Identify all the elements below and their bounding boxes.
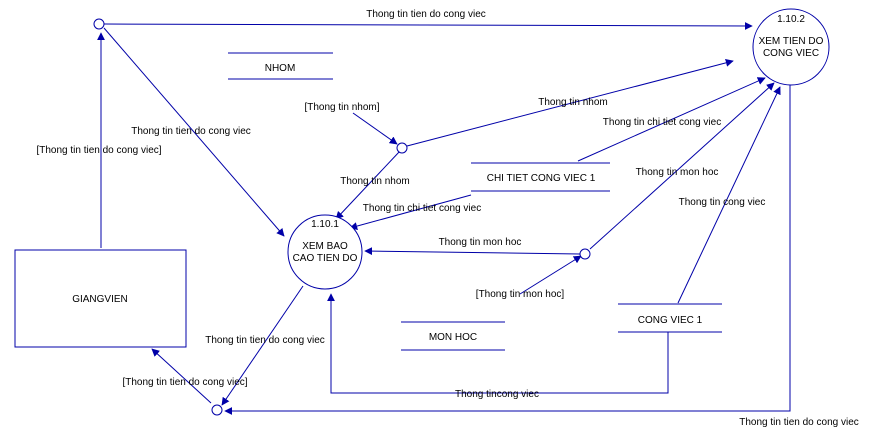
process-1-10-2	[752, 8, 830, 86]
flow-monhoc-to-p2-label: Thong tin mon hoc	[636, 167, 719, 178]
process-1-10-1-name-line1: XEM BAO	[302, 241, 348, 252]
flow-top-to-p2-line	[103, 21, 753, 30]
datastore-cong-viec: CONG VIEC 1	[618, 303, 722, 333]
flow-bottom-to-gv-label: [Thong tin tien do cong viec]	[122, 377, 247, 388]
flow-p1-to-bottom-label: Thong tin tien do cong viec	[205, 335, 325, 346]
flow-bottom-to-gv-line	[151, 348, 212, 404]
datastore-mon-hoc: MON HOC	[401, 321, 505, 351]
junction-top	[93, 18, 105, 30]
process-1-10-2-name-line1: XEM TIEN DO	[759, 36, 824, 47]
process-1-10-2-number: 1.10.2	[777, 14, 805, 25]
flow-nhom-to-p2-label: Thong tin nhom	[538, 97, 608, 108]
flow-nhom-to-p2-line	[406, 58, 734, 147]
flow-p1-to-bottom-line	[221, 285, 304, 406]
flow-p2-to-bottom-label: Thong tin tien do cong viec	[739, 417, 859, 428]
datastore-chi-tiet-label: CHI TIET CONG VIEC 1	[487, 173, 596, 184]
flow-gv-up-label: [Thong tin tien do cong viec]	[36, 145, 161, 156]
datastore-cong-viec-label: CONG VIEC 1	[638, 315, 703, 326]
giangvien-entity	[14, 249, 187, 348]
flow-chitiet-to-p1-label: Thong tin chi tiet cong viec	[363, 203, 481, 214]
junction-bottom	[211, 404, 223, 416]
flow-monhoc-to-p1-line	[364, 247, 581, 256]
flow-chitiet-to-p2-label: Thong tin chi tiet cong viec	[603, 117, 721, 128]
datastore-nhom-label: NHOM	[265, 63, 296, 74]
flow-monhoc-up-line	[519, 255, 582, 295]
flow-top-to-p1-label: Thong tin tien do cong viec	[131, 126, 251, 137]
flow-monhoc-to-p1-label: Thong tin mon hoc	[439, 237, 522, 248]
flow-p2-to-bottom-line	[224, 85, 791, 415]
process-1-10-1-name-line2: CAO TIEN DO	[293, 253, 358, 264]
flow-congviec-to-p2-label: Thong tin cong viec	[679, 197, 766, 208]
datastore-chi-tiet-cong-viec: CHI TIET CONG VIEC 1	[471, 162, 610, 192]
flow-nhom-to-p1-line	[335, 150, 401, 220]
process-1-10-1	[287, 214, 363, 290]
flow-nhom-down-label: [Thong tin nhom]	[304, 102, 379, 113]
junction-nhom	[396, 142, 408, 154]
flow-top-to-p2-label: Thong tin tien do cong viec	[366, 9, 486, 20]
flow-nhom-to-p1-label: Thong tin nhom	[340, 176, 410, 187]
flow-congviec-to-p1-line	[327, 293, 669, 394]
flow-congviec-to-p1-label: Thong tincong viec	[455, 389, 539, 400]
flow-chitiet-to-p2-line	[577, 77, 766, 162]
process-1-10-2-name-line2: CONG VIEC	[763, 48, 819, 59]
flow-top-to-p1-line	[103, 27, 285, 237]
datastore-mon-hoc-label: MON HOC	[429, 332, 477, 343]
flow-monhoc-to-p2-line	[589, 82, 775, 250]
flow-congviec-to-p2-line	[677, 86, 781, 304]
giangvien-label: GIANGVIEN	[72, 294, 128, 305]
flow-nhom-down-line	[352, 112, 398, 145]
junction-monhoc	[579, 248, 591, 260]
flow-monhoc-up-label: [Thong tin mon hoc]	[476, 289, 565, 300]
flow-chitiet-to-p1-line	[349, 194, 472, 230]
process-1-10-1-number: 1.10.1	[311, 219, 339, 230]
datastore-nhom: NHOM	[228, 52, 333, 80]
